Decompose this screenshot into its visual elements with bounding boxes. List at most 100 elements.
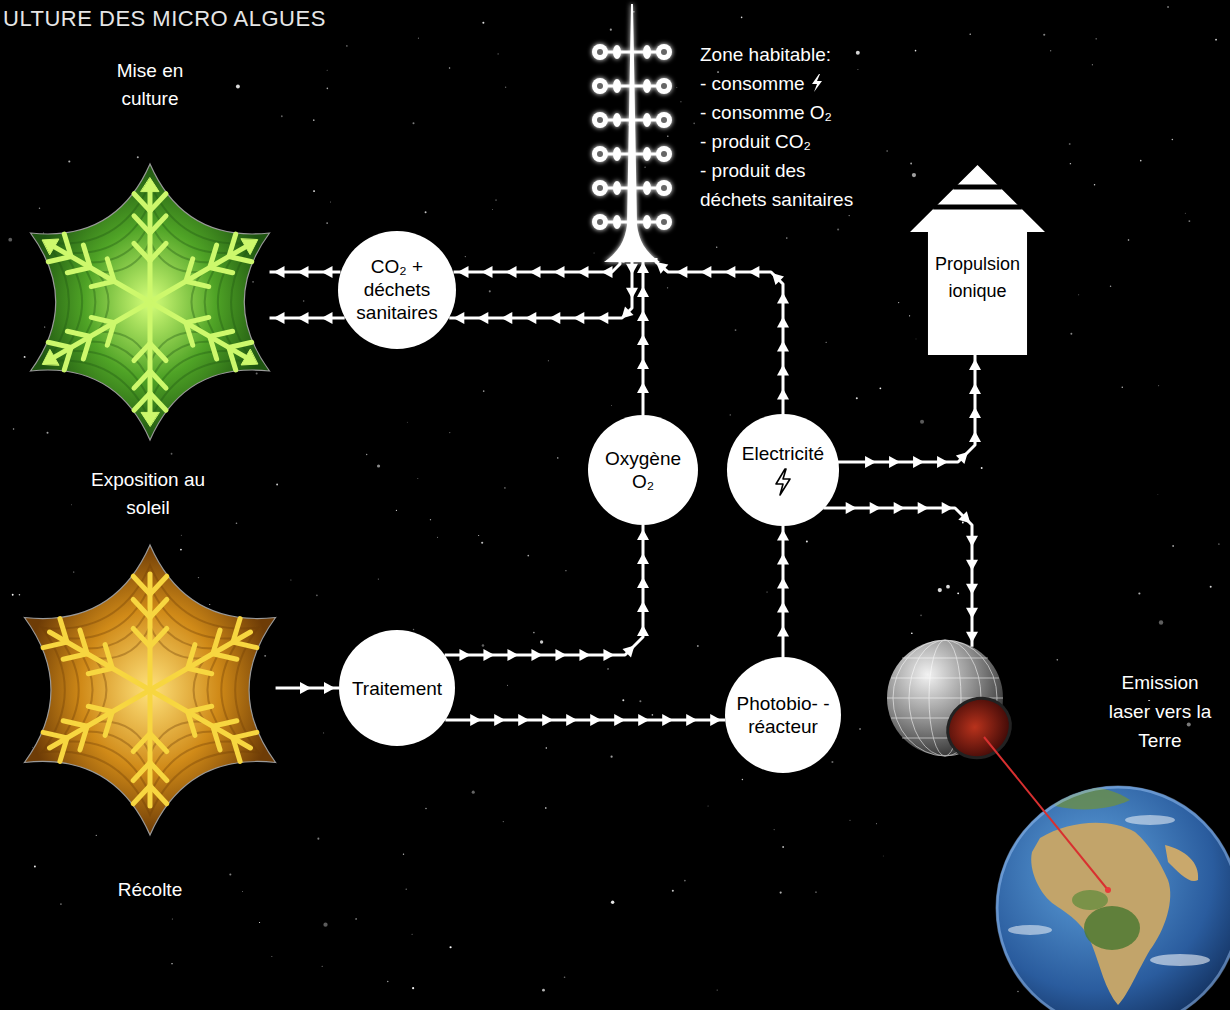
star-dot	[417, 478, 419, 480]
star-dot	[465, 256, 466, 257]
star-dot	[1078, 294, 1079, 295]
text-wrap: Traitement	[350, 677, 445, 700]
star-dot	[857, 68, 859, 70]
flow-line	[656, 258, 783, 414]
arrow-chevron	[459, 649, 470, 661]
star-dot	[545, 807, 547, 809]
star-dot	[1069, 143, 1071, 145]
star-dot	[1140, 160, 1142, 162]
star-dot	[548, 360, 549, 361]
habitat-note: - produit CO₂	[700, 131, 811, 152]
star-dot	[377, 464, 380, 467]
star-dot	[911, 632, 913, 634]
arrow-chevron	[614, 714, 625, 726]
arrow-chevron	[865, 456, 876, 468]
star-dot	[708, 805, 709, 806]
arrow-chevron	[748, 266, 759, 278]
star-dot	[849, 820, 850, 821]
star-dot	[430, 519, 431, 520]
star-dot	[1096, 38, 1097, 39]
star-dot	[180, 534, 182, 536]
star-texture	[42, 565, 258, 814]
arrow-chevron	[622, 641, 638, 657]
habitat-note: - consomme O₂	[700, 102, 832, 123]
star-dot	[806, 541, 808, 543]
arrow-chevron	[597, 312, 608, 324]
star-dot	[19, 594, 21, 596]
arrow-chevron	[531, 649, 542, 661]
star-dot	[1128, 239, 1130, 241]
star-dot	[856, 397, 858, 399]
star-dot	[1092, 64, 1093, 65]
flow-connector	[270, 312, 345, 324]
arrow-chevron	[710, 714, 721, 726]
star-dot	[366, 454, 367, 455]
star-dot	[593, 252, 595, 254]
arrow-chevron	[777, 530, 789, 541]
star-dot	[1070, 163, 1071, 164]
laser-sphere	[887, 640, 1021, 769]
text-wrap: Oxygène O₂	[596, 447, 691, 493]
star-dot	[546, 747, 547, 748]
star-dot	[313, 190, 315, 192]
arrow-chevron	[637, 286, 649, 297]
star-dot	[639, 700, 641, 702]
arrow-chevron	[969, 407, 981, 418]
propulsion-arrow: Propulsion ionique	[910, 165, 1045, 355]
diagram-title: ULTURE DES MICRO ALGUES	[3, 6, 326, 31]
text-line: Traitement	[350, 677, 445, 700]
treatment-circle: Traitement	[339, 630, 455, 746]
arrow-chevron	[637, 262, 649, 273]
star-dot	[425, 808, 426, 809]
electricity-icon	[772, 467, 794, 497]
arrow-chevron	[458, 266, 469, 278]
flow-connector	[777, 526, 789, 658]
star-dot	[667, 287, 668, 288]
arrow-chevron	[768, 269, 784, 285]
text-line: - consomme	[700, 69, 875, 98]
star-dot	[412, 987, 414, 989]
star-shape	[30, 164, 269, 440]
star-dot	[403, 853, 404, 854]
star-dot	[1172, 545, 1174, 547]
star-dot	[782, 846, 784, 848]
star-dot	[171, 918, 173, 920]
star-dot	[1167, 6, 1169, 8]
text-line: Emission laser vers la Terre	[1101, 668, 1219, 755]
arrow-chevron	[637, 529, 649, 540]
star-dot	[981, 467, 983, 469]
arrow-chevron	[477, 312, 488, 324]
arrow-chevron	[518, 714, 529, 726]
star-dot	[449, 946, 451, 948]
star-dot	[1188, 220, 1190, 222]
arrow-chevron	[453, 312, 464, 324]
star-dot	[303, 300, 305, 302]
harvest-star: Récolte	[5, 540, 295, 925]
arrow-chevron	[937, 456, 948, 468]
star-dot	[406, 421, 408, 423]
star-dot	[780, 891, 782, 893]
star-dot	[1017, 991, 1018, 992]
star-dot	[1172, 139, 1174, 141]
star-dot	[672, 890, 674, 892]
arrow-chevron	[889, 456, 900, 468]
arrow-stripe	[953, 185, 1001, 190]
electricity-circle: Electricité	[727, 414, 838, 525]
arrow-chevron	[298, 312, 309, 324]
star-dot	[946, 585, 950, 589]
arrow-chevron	[602, 266, 613, 278]
star-dot	[527, 555, 529, 557]
text-wrap: Electricité	[735, 442, 830, 497]
star-dot	[472, 791, 475, 794]
flow-connector	[445, 714, 725, 726]
star-dot	[607, 668, 608, 669]
star-dot	[495, 199, 496, 200]
star-dot	[730, 414, 731, 415]
arrow-chevron	[637, 310, 649, 321]
habitat-zone: Zone habitable:- consomme- consomme O₂- …	[590, 8, 900, 258]
flow-line	[823, 508, 972, 647]
star-dot	[34, 865, 36, 867]
star-dot	[449, 67, 450, 68]
arrow-chevron	[676, 266, 687, 278]
